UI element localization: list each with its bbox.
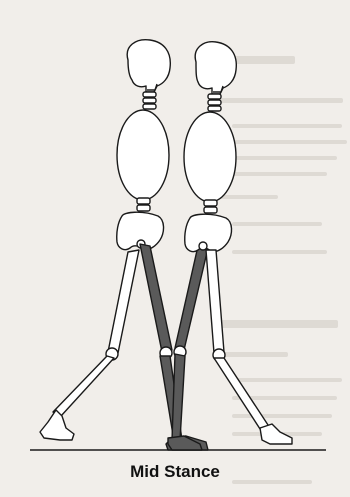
bleed-through-text [215,56,347,484]
right-skeleton-neck [208,94,221,111]
right-skeleton-lumbar [204,200,217,213]
figure-caption: Mid Stance [0,462,350,482]
left-skeleton-lumbar [137,198,150,211]
left-skeleton-ribcage [117,110,169,200]
left-skeleton-skull [127,40,170,92]
left-skeleton-swing-leg [40,250,139,440]
right-skeleton-stance-leg [168,246,208,450]
right-skeleton-ribcage [184,112,236,202]
right-skeleton-pelvis [185,214,232,252]
right-skeleton-skull [195,42,236,94]
left-skeleton-neck [143,92,156,109]
